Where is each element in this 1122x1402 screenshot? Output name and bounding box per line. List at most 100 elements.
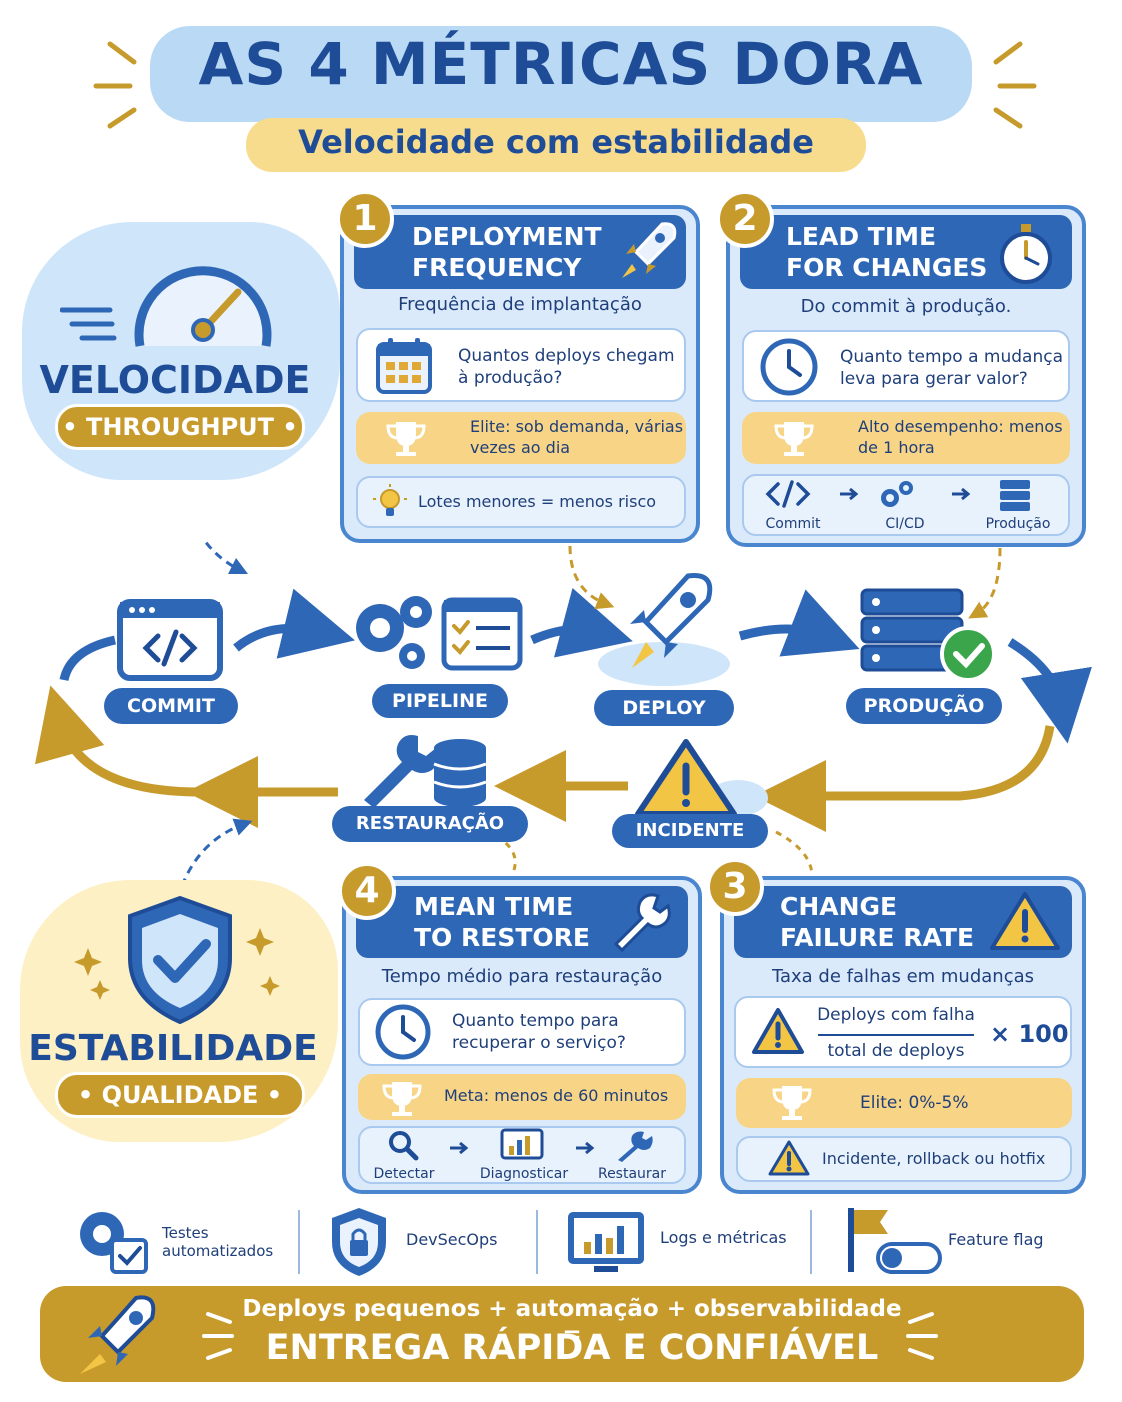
shield-check-icon (74, 895, 280, 1025)
flag-toggle-icon (848, 1208, 942, 1274)
trophy-icon (382, 1082, 422, 1116)
node-incident: INCIDENTE (612, 814, 768, 848)
flow-detect-label: Detectar (373, 1166, 435, 1182)
clock-icon (375, 1004, 431, 1060)
magnifier-icon (389, 1131, 419, 1161)
card-1-question: Quantos deploys chegam à produção? (458, 346, 675, 388)
fraction-line (818, 1034, 974, 1036)
title-background (150, 26, 972, 122)
warning-icon (752, 1008, 804, 1054)
node-commit: COMMIT (104, 688, 238, 724)
cycle-arrows (34, 540, 1092, 880)
card-4-flow-icons (389, 1128, 653, 1162)
node-deploy: DEPLOY (594, 690, 734, 726)
arrow-right-icon (450, 1141, 469, 1155)
page-title: AS 4 MÉTRICAS DORA (198, 30, 924, 98)
chart-window-icon (500, 1128, 544, 1160)
subtitle-background (246, 118, 866, 172)
card-4-question: Quanto tempo para recuperar o serviço? (452, 1011, 626, 1053)
formula-numerator: Deploys com falha (817, 1005, 975, 1025)
warning-triangle-icon (635, 739, 768, 817)
flow-restore-label: Restaurar (597, 1166, 667, 1182)
card-2-title-line2: FOR CHANGES (786, 253, 988, 282)
wrench-icon (618, 1131, 653, 1162)
warning-icon (990, 892, 1060, 950)
code-icon (765, 480, 811, 508)
code-window-icon (117, 599, 223, 681)
card-2-title-line1: LEAD TIME (786, 222, 937, 251)
speedometer-icon (60, 266, 272, 347)
quality-pill: • QUALIDADE • (55, 1072, 305, 1118)
lightbulb-icon (373, 484, 407, 516)
card-1-subtitle: Frequência de implantação (398, 294, 642, 315)
gears-icon (881, 481, 913, 507)
card-1-tip: Lotes menores = menos risco (418, 492, 657, 511)
card-2-flow-icons (765, 480, 1030, 511)
divider (298, 1210, 300, 1274)
trophy-icon (774, 422, 814, 456)
card-1-number: 1 (336, 190, 394, 248)
formula-multiplier: × 100 (990, 1020, 1069, 1048)
arrow-right-icon (840, 487, 859, 501)
node-pipeline: PIPELINE (372, 684, 508, 718)
card-1-goal: Elite: sob demanda, várias vezes ao dia (470, 417, 684, 457)
flow-cicd-label: CI/CD (885, 516, 925, 532)
card-2-goal: Alto desempenho: menos de 1 hora (858, 417, 1063, 457)
card-3-goal: Elite: 0%-5% (860, 1093, 969, 1113)
flow-production-label: Produção (985, 516, 1051, 532)
banner-line1: Deploys pequenos + automação + observabi… (242, 1296, 902, 1348)
page-subtitle: Velocidade com estabilidade (298, 123, 814, 161)
formula-denominator: total de deploys (827, 1041, 965, 1061)
stability-label: ESTABILIDADE (28, 1028, 318, 1069)
card-3-subtitle: Taxa de falhas em mudanças (771, 966, 1035, 987)
card-3-header: CHANGE FAILURE RATE (734, 886, 1072, 958)
gear-check-icon (80, 1212, 148, 1274)
clock-icon (760, 338, 818, 396)
card-1-title-line2: FREQUENCY (412, 253, 582, 282)
sparkle-lines-left-icon (202, 1312, 234, 1360)
card-4-subtitle: Tempo médio para restauração (381, 966, 663, 987)
sparkle-lines-right-icon (906, 1312, 938, 1360)
monitor-chart-icon (568, 1212, 644, 1272)
card-3-tip: Incidente, rollback ou hotfix (822, 1149, 1046, 1168)
card-4-number: 4 (338, 862, 396, 920)
shield-lock-icon (332, 1208, 386, 1276)
card-4-title-line1: MEAN TIME (414, 892, 574, 921)
card-4-goal: Meta: menos de 60 minutos (444, 1086, 669, 1105)
sparkle-lines-left-icon (93, 41, 137, 129)
arrow-right-icon (952, 487, 971, 501)
card-3-number: 3 (706, 858, 764, 916)
practice-devsecops-label: DevSecOps (406, 1230, 498, 1249)
card-3-title-line2: FAILURE RATE (780, 923, 975, 952)
practice-featureflag-label: Feature flag (948, 1230, 1044, 1249)
divider (810, 1210, 812, 1274)
practice-tests-label: Testes automatizados (162, 1224, 274, 1260)
wrench-icon (613, 893, 671, 953)
card-4-title-line2: TO RESTORE (414, 923, 590, 952)
server-check-icon (860, 588, 996, 682)
rocket-cloud-icon (598, 573, 730, 686)
calendar-icon (376, 338, 432, 394)
stopwatch-icon (1000, 224, 1052, 284)
rocket-icon (80, 1295, 156, 1374)
card-1-title-line1: DEPLOYMENT (412, 222, 602, 251)
warning-icon (768, 1140, 810, 1176)
card-4-header: MEAN TIME TO RESTORE (356, 886, 688, 958)
throughput-pill: • THROUGHPUT • (55, 404, 305, 450)
velocity-label: VELOCIDADE (39, 358, 311, 402)
practice-logs-label: Logs e métricas (660, 1228, 787, 1247)
rocket-icon (622, 222, 677, 278)
server-icon (1000, 480, 1030, 511)
flow-commit-label: Commit (765, 516, 821, 532)
card-2-subtitle: Do commit à produção. (800, 296, 1012, 317)
card-1-tip-box (356, 476, 686, 528)
pipeline-gears-checklist-icon (356, 596, 523, 671)
wrench-database-icon (364, 735, 487, 808)
trophy-icon (772, 1086, 812, 1120)
divider (536, 1210, 538, 1274)
card-2-question: Quanto tempo a mudança leva para gerar v… (840, 347, 1064, 389)
node-production: PRODUÇÃO (846, 688, 1002, 724)
node-restoration: RESTAURAÇÃO (332, 806, 528, 842)
trophy-icon (386, 422, 426, 456)
card-2-number: 2 (716, 190, 774, 248)
